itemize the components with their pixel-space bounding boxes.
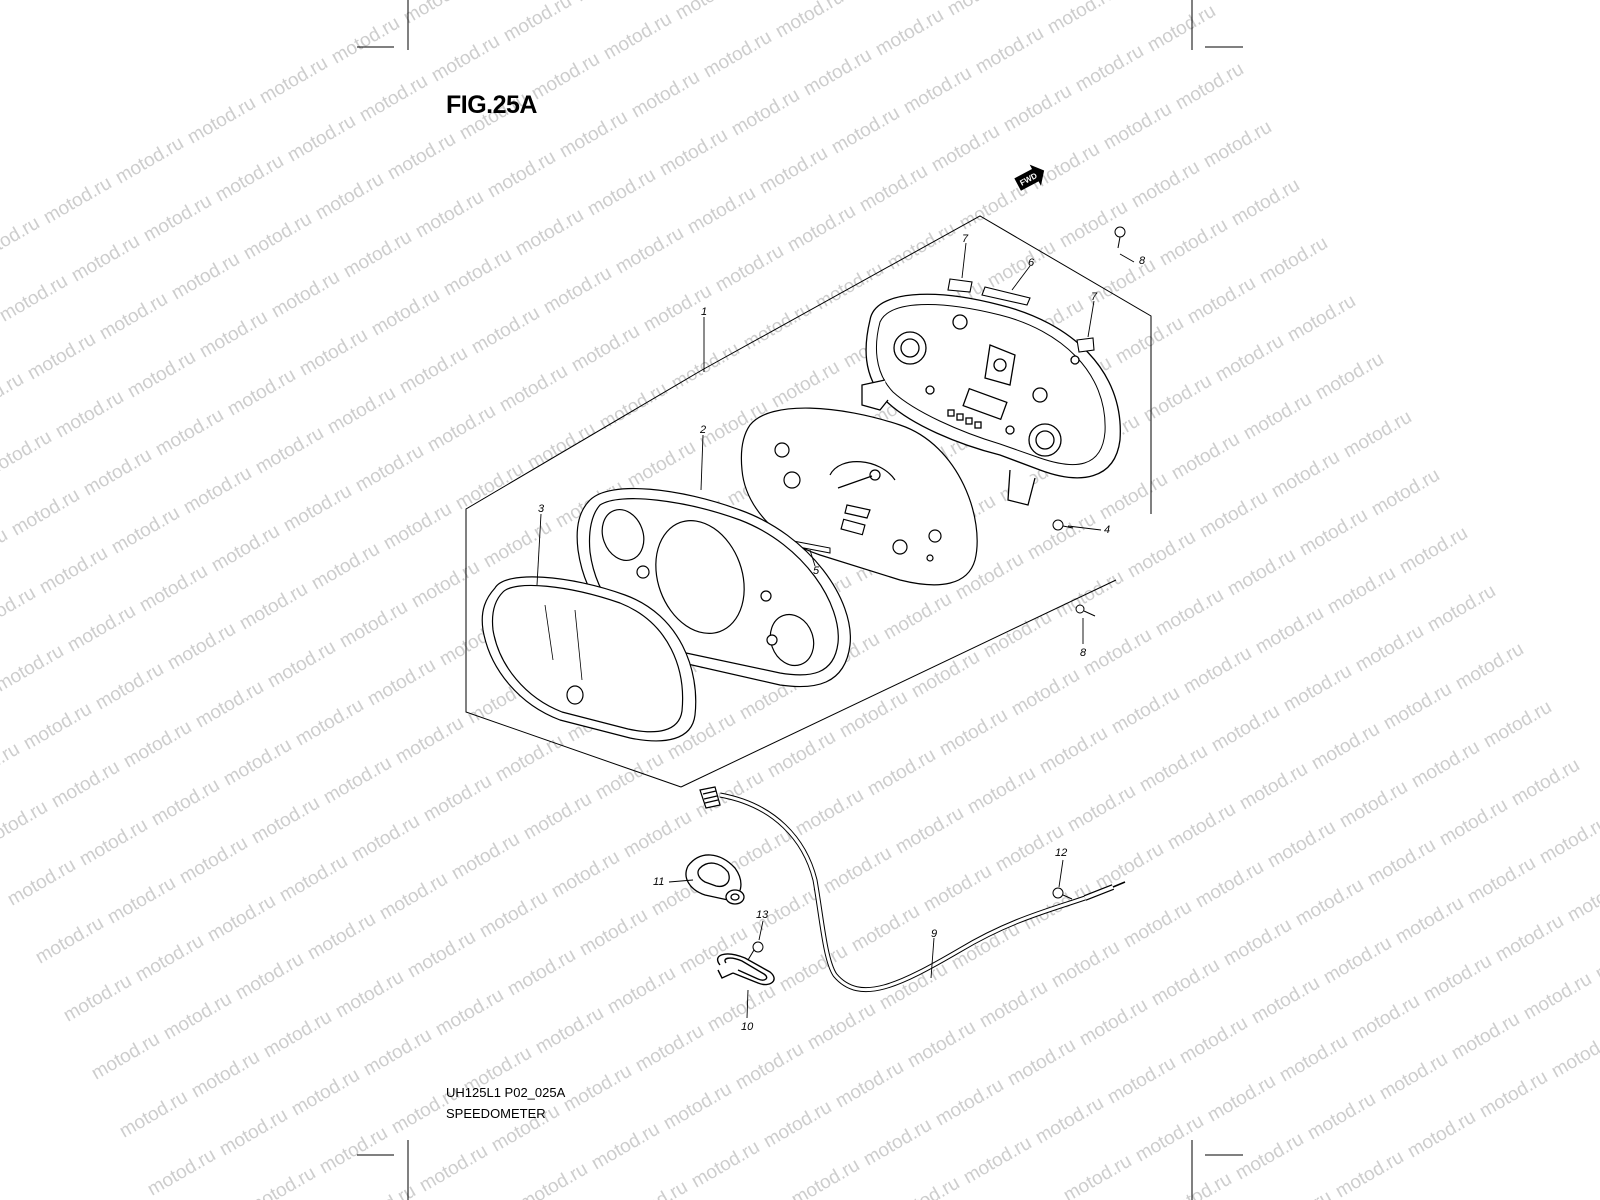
- screw-8-bottom: [1075, 604, 1096, 617]
- cable-nut: [699, 786, 721, 809]
- light-guide-strip: [981, 286, 1031, 306]
- callout-4: 4: [1104, 524, 1110, 536]
- cable-grommet: [685, 854, 745, 905]
- callout-7a: 7: [962, 233, 969, 245]
- speedometer-cable: [719, 792, 1126, 993]
- callout-8b: 8: [1080, 647, 1087, 659]
- callout-9: 9: [931, 928, 937, 940]
- figure-name: SPEEDOMETER: [446, 1106, 546, 1121]
- callout-1: 1: [701, 306, 707, 318]
- rear-case: [861, 293, 1121, 506]
- callout-7b: 7: [1091, 291, 1098, 303]
- reflector-pieces: [947, 278, 1095, 353]
- assembly-outline: [465, 215, 1152, 788]
- callouts: 1 2 3 4 5 6 7 7 8 8 9 10 11 12 13: [538, 233, 1146, 1033]
- crop-marks: [357, 0, 1243, 1200]
- callout-13: 13: [756, 909, 769, 921]
- callout-3: 3: [538, 503, 545, 515]
- callout-8a: 8: [1139, 255, 1146, 267]
- callout-5: 5: [813, 565, 820, 577]
- screw-4: [1052, 519, 1074, 531]
- meter-dial-face: [740, 407, 978, 586]
- leader-lines: [536, 242, 1135, 1019]
- fwd-arrow-icon: FWD: [1014, 164, 1045, 191]
- screw-8-top: [1114, 226, 1126, 249]
- callout-6: 6: [1028, 257, 1035, 269]
- callout-11: 11: [653, 876, 664, 888]
- figure-title: FIG.25A: [446, 91, 537, 119]
- callout-10: 10: [741, 1021, 754, 1033]
- cable-clamp: [717, 953, 775, 986]
- callout-12: 12: [1055, 847, 1067, 859]
- meter-lens: [481, 576, 697, 742]
- bolt-12: [1052, 887, 1073, 900]
- callout-2: 2: [699, 424, 706, 436]
- bolt-13: [747, 941, 764, 961]
- figure-code: UH125L1 P02_025A: [446, 1085, 566, 1100]
